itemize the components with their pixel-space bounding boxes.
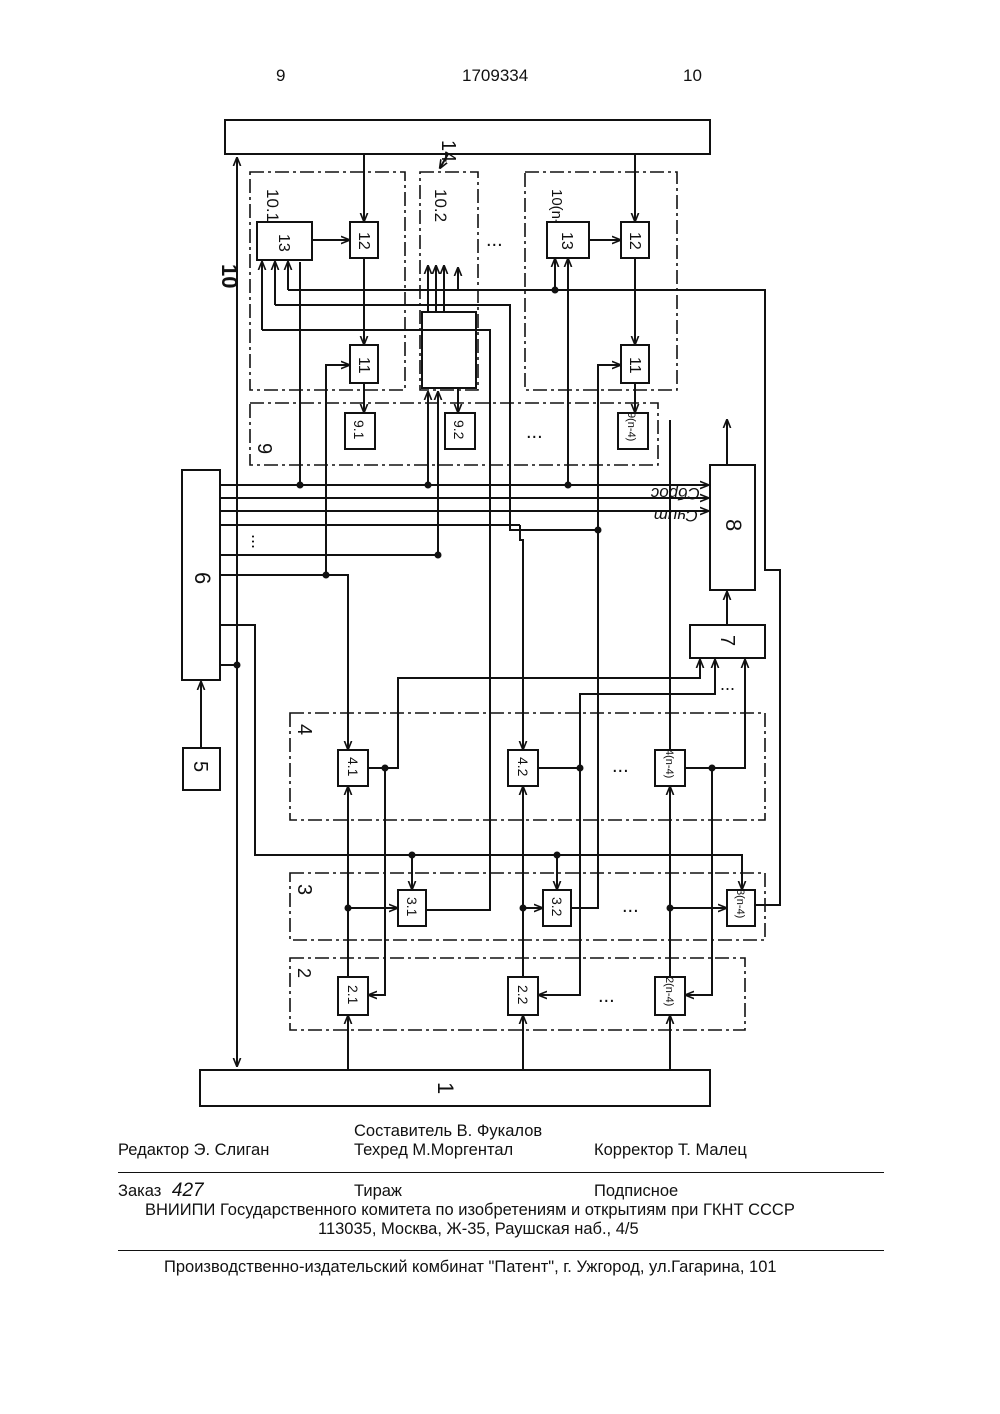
block-4-2: 4.2 <box>508 750 538 786</box>
svg-text:3(n-4): 3(n-4) <box>734 889 746 918</box>
block-3-2: 3.2 <box>543 890 571 926</box>
block-5: 5 <box>183 748 220 790</box>
block-9-n: 9(n-4) <box>618 412 648 449</box>
svg-text:3.2: 3.2 <box>549 897 565 917</box>
block-4-1: 4.1 <box>338 750 368 786</box>
group-3: 3 <box>290 873 765 940</box>
ellipsis-7: ... <box>720 674 735 694</box>
group-10-n: 10(n-4) <box>525 172 677 390</box>
ellipsis-4: ... <box>612 755 629 777</box>
order-label: Заказ <box>118 1182 161 1200</box>
svg-text:1: 1 <box>433 1082 458 1094</box>
ellipsis-3: ... <box>622 895 639 917</box>
ellipsis-6: ... <box>248 534 268 549</box>
editor-credit: Редактор Э. Слиган <box>118 1141 269 1160</box>
svg-text:9.2: 9.2 <box>451 420 467 440</box>
connections: 10 <box>201 154 780 1070</box>
svg-text:13: 13 <box>275 234 292 252</box>
order-number: 427 <box>172 1180 204 1201</box>
block-11-b: 11 <box>621 345 649 383</box>
compiler-credit: Составитель В. Фукалов <box>354 1122 542 1141</box>
read-label: Счит. <box>649 506 698 525</box>
block-2-1: 2.1 <box>338 977 368 1015</box>
svg-text:14: 14 <box>437 140 459 162</box>
svg-text:2: 2 <box>294 968 314 978</box>
block-7: 7 <box>690 625 765 658</box>
block-4-n: 4(n-4) <box>655 749 685 786</box>
svg-text:9.1: 9.1 <box>351 420 367 440</box>
block-9-2: 9.2 <box>445 413 475 449</box>
block-12-a: 12 <box>350 222 378 258</box>
svg-text:9: 9 <box>253 443 275 454</box>
block-3-1: 3.1 <box>398 890 426 926</box>
divider-top <box>118 1172 884 1173</box>
svg-text:10.1: 10.1 <box>263 189 282 222</box>
address-line: 113035, Москва, Ж-35, Раушская наб., 4/5 <box>318 1220 639 1239</box>
techred-credit: Техред М.Моргентал <box>354 1141 513 1160</box>
svg-text:10.2: 10.2 <box>431 189 450 222</box>
publisher-line: Производственно-издательский комбинат "П… <box>164 1258 777 1277</box>
bus-1: 1 <box>200 1070 710 1106</box>
block-11-a: 11 <box>350 345 378 383</box>
block-9-1: 9.1 <box>345 413 375 449</box>
bus-14: 14 <box>225 120 710 162</box>
svg-text:13: 13 <box>558 232 575 250</box>
block-2-n: 2(n-4) <box>655 977 685 1015</box>
block-2-2: 2.2 <box>508 977 538 1015</box>
block-8: 8 <box>710 465 755 590</box>
ellipsis-9: ... <box>526 421 543 443</box>
svg-text:4: 4 <box>293 724 315 735</box>
svg-text:4.2: 4.2 <box>515 757 531 777</box>
circulation-label: Тираж <box>354 1182 402 1201</box>
svg-text:12: 12 <box>355 232 372 250</box>
svg-text:7: 7 <box>716 635 738 646</box>
svg-text:4.1: 4.1 <box>345 757 361 777</box>
svg-text:9(n-4): 9(n-4) <box>625 412 637 441</box>
svg-text:11: 11 <box>626 357 643 374</box>
svg-text:12: 12 <box>626 232 643 250</box>
svg-text:11: 11 <box>355 357 372 374</box>
block-13-a: 13 <box>257 222 312 260</box>
reset-label: Сброс <box>650 484 700 503</box>
block-13-b: 13 <box>547 222 589 258</box>
svg-text:4(n-4): 4(n-4) <box>663 749 675 778</box>
block-6: 6 <box>182 470 220 680</box>
block-12-b: 12 <box>621 222 649 258</box>
group-10-1: 10.1 <box>250 172 405 390</box>
ellipsis-2: ... <box>598 985 615 1007</box>
svg-text:8: 8 <box>721 519 746 531</box>
svg-text:5: 5 <box>189 761 211 772</box>
subscription-label: Подписное <box>594 1182 678 1201</box>
institute-line: ВНИИПИ Государственного комитета по изоб… <box>145 1201 795 1220</box>
svg-text:2.1: 2.1 <box>345 985 361 1005</box>
svg-text:2(n-4): 2(n-4) <box>663 977 675 1006</box>
block-3-n: 3(n-4) <box>727 889 755 926</box>
order-field: Заказ 427 <box>118 1180 204 1202</box>
block-10-2-body <box>422 312 476 388</box>
svg-text:2.2: 2.2 <box>515 985 531 1005</box>
svg-text:6: 6 <box>190 572 215 584</box>
divider-bottom <box>118 1250 884 1251</box>
svg-text:3: 3 <box>293 884 315 895</box>
ellipsis-top: ... <box>486 229 503 251</box>
svg-text:3.1: 3.1 <box>404 897 420 917</box>
wire-10-label: 10 <box>217 264 242 288</box>
corrector-credit: Корректор Т. Малец <box>594 1141 747 1160</box>
